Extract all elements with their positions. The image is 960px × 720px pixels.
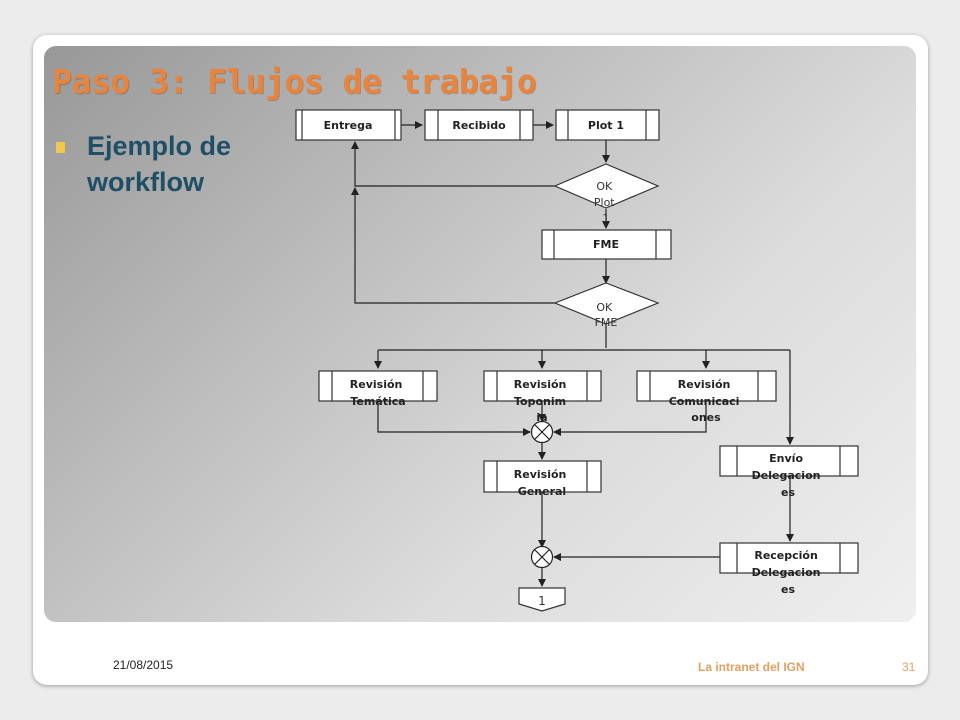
step-recibido: Recibido (424, 109, 534, 141)
step-envio-delegaciones-label: Envío Delegacion es (752, 452, 825, 499)
step-revision-toponimia: Revisión Toponim ia (483, 370, 602, 424)
footer-page-number: 31 (902, 660, 916, 674)
step-plot1-label: Plot 1 (588, 119, 624, 132)
step-plot1: Plot 1 (555, 109, 660, 141)
arrow-okplot-back (351, 141, 555, 187)
offpage-connector-label: 1 (538, 594, 546, 608)
decision-ok-plot1: OK Plot 1 (553, 163, 660, 225)
step-revision-general: Revisión General (483, 460, 602, 498)
join-xor-1 (530, 420, 554, 444)
footer-date: 21/08/2015 (113, 658, 174, 672)
step-envio-delegaciones: Envío Delegacion es (719, 445, 859, 499)
step-recepcion-delegaciones-label: Recepción Delegacion es (752, 549, 825, 596)
decision-ok-fme-label: OK FME (595, 301, 618, 329)
arrow-comunicaciones-join (553, 401, 707, 436)
step-revision-comunicaciones-label: Revisión Comunicaci ones (669, 378, 744, 424)
step-revision-toponimia-label: Revisión Toponim ia (514, 378, 570, 424)
bullet-marker (56, 142, 65, 153)
step-fme-label: FME (593, 238, 619, 251)
step-entrega: Entrega (295, 109, 402, 141)
decision-ok-plot1-label: OK Plot 1 (594, 180, 618, 225)
step-entrega-label: Entrega (324, 119, 373, 132)
connectors (351, 121, 794, 587)
step-revision-comunicaciones: Revisión Comunicaci ones (636, 370, 777, 424)
step-fme: FME (541, 229, 672, 260)
join-xor-2 (530, 545, 554, 569)
step-revision-tematica: Revisión Temática (318, 370, 438, 408)
step-revision-tematica-label: Revisión Temática (350, 378, 406, 408)
slide-panel (44, 46, 916, 622)
step-revision-general-label: Revisión General (514, 468, 570, 498)
arrow-okfme-back (351, 187, 555, 304)
footer-title: La intranet del IGN (698, 660, 805, 674)
arrow-tematica-join (377, 401, 531, 436)
bullet-text: Ejemplo de workflow (87, 131, 232, 197)
decision-ok-fme: OK FME (553, 282, 660, 329)
offpage-connector: 1 (518, 587, 566, 612)
step-recibido-label: Recibido (452, 119, 506, 132)
step-recepcion-delegaciones: Recepción Delegacion es (719, 542, 859, 596)
slide-title: Paso 3: Flujos de trabajo (52, 62, 537, 101)
